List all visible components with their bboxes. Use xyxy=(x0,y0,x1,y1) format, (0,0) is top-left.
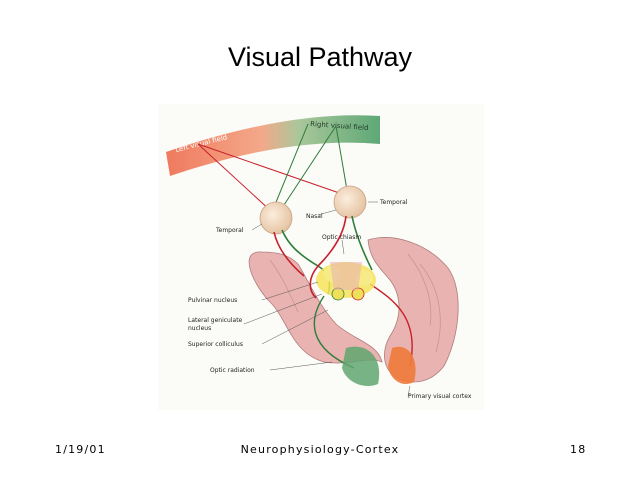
superior-colliculus-label: Superior colliculus xyxy=(188,341,243,348)
temporal-left-label: Temporal xyxy=(215,227,244,234)
visual-pathway-figure: Left visual field Right visual field xyxy=(158,104,484,410)
primary-visual-cortex-label: Primary visual cortex xyxy=(408,393,472,400)
label-leaders xyxy=(243,201,411,397)
footer-title: Neurophysiology-Cortex xyxy=(240,443,400,456)
optic-chiasm-label: Optic chiasm xyxy=(322,234,361,241)
right-visual-cortex xyxy=(388,346,416,385)
page-number: 18 xyxy=(570,443,587,456)
thalamic-nuclei xyxy=(316,262,376,301)
pulvinar-label: Pulvinar nucleus xyxy=(188,297,237,304)
left-eye xyxy=(259,201,293,235)
lgn-label-line1: Lateral geniculate xyxy=(188,317,243,324)
right-eye xyxy=(333,185,367,219)
slide-title: Visual Pathway xyxy=(227,42,413,72)
footer-date: 1/19/01 xyxy=(55,443,106,456)
optic-radiation-label: Optic radiation xyxy=(210,367,255,374)
nasal-label: Nasal xyxy=(306,213,323,220)
field-projection-lines xyxy=(197,123,349,213)
lgn-label-line2: nucleus xyxy=(188,325,211,332)
visual-field-band xyxy=(166,115,380,176)
left-visual-cortex xyxy=(342,346,380,387)
brain-section xyxy=(248,237,459,383)
optic-pathways xyxy=(273,215,413,369)
temporal-right-label: Temporal xyxy=(379,199,408,206)
visual-pathway-diagram: Left visual field Right visual field xyxy=(158,104,484,410)
